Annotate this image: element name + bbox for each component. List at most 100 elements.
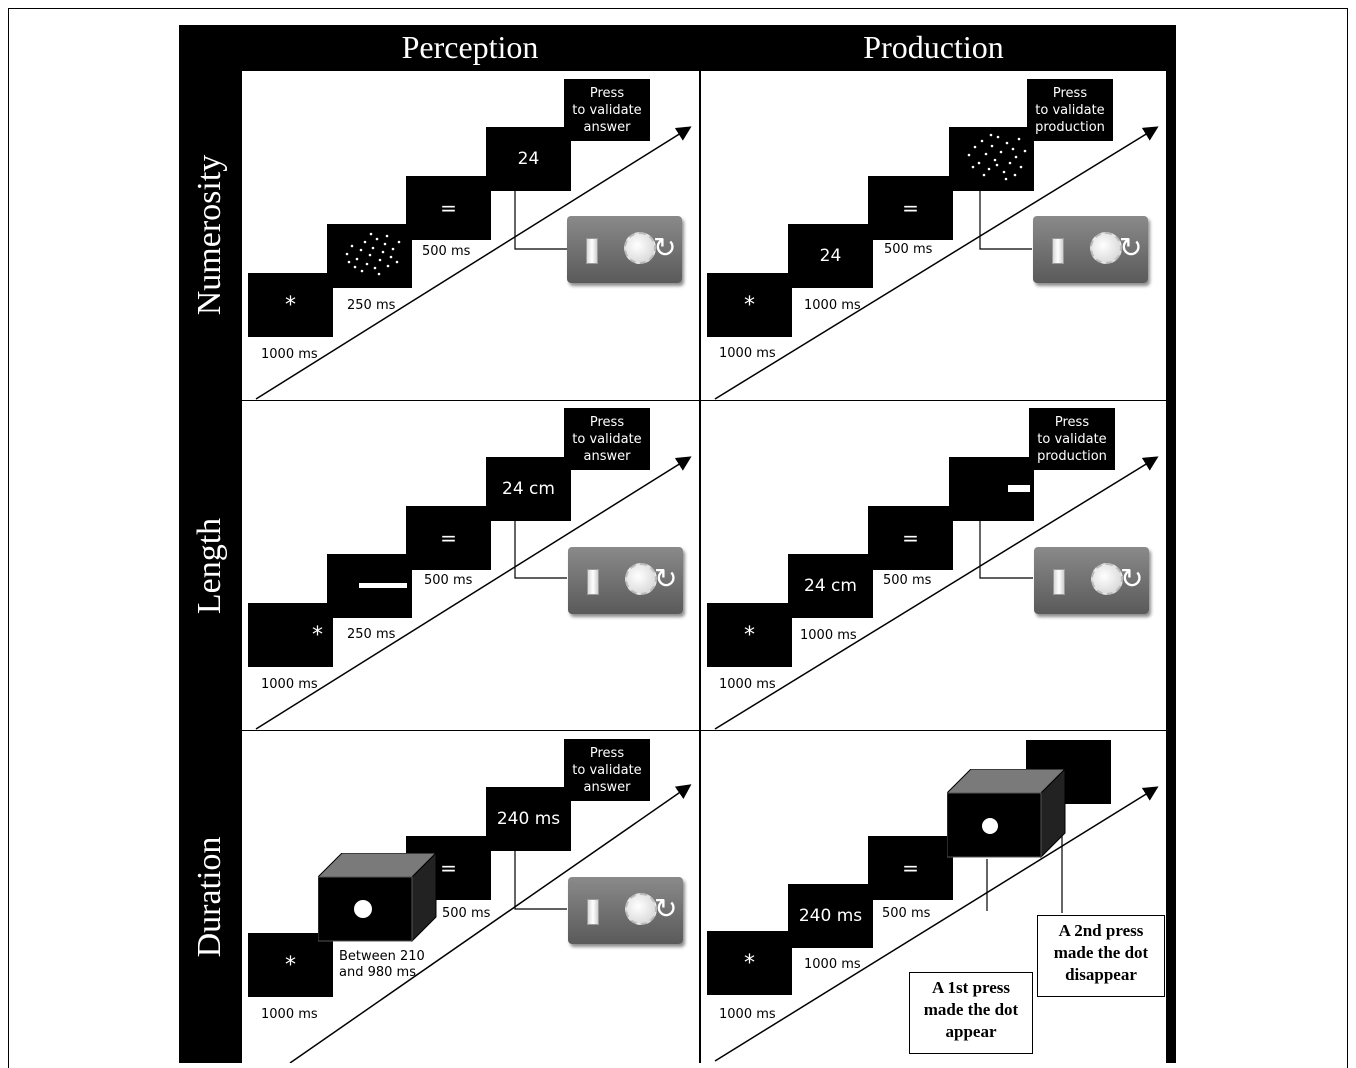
press-line-3: production (1037, 448, 1107, 464)
press-line-3: answer (583, 119, 631, 135)
timeline-arrow (255, 126, 692, 400)
press-line-3: answer (583, 448, 631, 464)
equals-screen: = (868, 176, 953, 240)
note-line-2: made the dot (923, 1000, 1019, 1019)
row-label-length-wrap: Length (179, 401, 241, 730)
timing-label: 500 ms (422, 244, 471, 259)
rotate-arrow-icon: ↻ (654, 892, 678, 925)
first-press-note: A 1st press made the dot appear (909, 972, 1033, 1054)
round-button-icon (1090, 232, 1122, 264)
fixation-screen: * (248, 603, 333, 667)
column-header-production: Production (863, 29, 1004, 65)
answer-screen: 240 ms (486, 787, 571, 851)
timing-label: 1000 ms (804, 957, 861, 972)
timing-label: 500 ms (882, 906, 931, 921)
rectangle-button-icon (1053, 569, 1065, 595)
target-screen: 24 cm (788, 554, 873, 618)
fixation-screen: * (248, 273, 333, 337)
press-line-1: Press (1054, 414, 1090, 430)
timing-label: 1000 ms (800, 628, 857, 643)
cell-length-perception: * = 24 cm Press to validate answer ↻ 100… (242, 401, 699, 730)
fixation-screen: * (707, 931, 792, 995)
column-header-perception: Perception (401, 29, 539, 65)
round-button-icon (625, 563, 657, 595)
press-line-2: to validate (572, 102, 642, 118)
press-to-validate-box: Press to validate answer (564, 408, 650, 470)
rectangle-button-icon (586, 238, 598, 264)
note-line-1: A 2nd press (1058, 921, 1144, 940)
device-icon: ↻ (1033, 216, 1148, 283)
line-stimulus (359, 583, 407, 588)
timing-label: and 980 ms (339, 965, 416, 980)
press-to-validate-box: Press to validate production (1029, 408, 1115, 470)
cell-numerosity-perception: * = 24 Press to validate answer ↻ 1000 m… (242, 71, 699, 400)
dot-stimulus (982, 818, 998, 834)
press-line-2: to validate (572, 431, 642, 447)
press-line-2: to validate (572, 762, 642, 778)
press-line-1: Press (1052, 85, 1088, 101)
rotate-arrow-icon: ↻ (653, 231, 677, 264)
row-label-duration-wrap: Duration (179, 731, 241, 1063)
note-line-3: disappear (1065, 965, 1137, 984)
press-to-validate-box: Press to validate answer (564, 739, 650, 801)
timing-label: 500 ms (883, 573, 932, 588)
press-line-3: production (1035, 119, 1105, 135)
dot-array-screen (327, 224, 412, 288)
press-line-1: Press (589, 85, 625, 101)
rectangle-button-icon (587, 569, 599, 595)
timing-label: 1000 ms (261, 347, 318, 362)
cell-duration-perception: * = 240 ms Press to validate answer ↻ 10… (242, 731, 699, 1063)
timeline-arrow (714, 456, 1159, 730)
rotate-arrow-icon: ↻ (654, 562, 678, 595)
rectangle-button-icon (1052, 238, 1064, 264)
timing-label: 500 ms (442, 906, 491, 921)
press-line-2: to validate (1035, 102, 1105, 118)
press-line-3: answer (583, 779, 631, 795)
cell-length-production: * 24 cm = Press to validate production ↻… (701, 401, 1166, 730)
device-icon: ↻ (567, 216, 682, 283)
press-line-1: Press (589, 745, 625, 761)
timing-label: 250 ms (347, 627, 396, 642)
answer-screen: 24 (486, 127, 571, 191)
timing-label: 1000 ms (719, 677, 776, 692)
device-icon: ↻ (568, 547, 683, 614)
cell-numerosity-production: * 24 = Press to validate production ↻ 10… (701, 71, 1166, 400)
dot-array-screen (949, 127, 1034, 191)
target-screen: 24 (788, 224, 873, 288)
page-frame (8, 8, 1348, 1068)
fixation-mark: * (312, 623, 323, 648)
timing-label: 500 ms (424, 573, 473, 588)
round-button-icon (1091, 563, 1123, 595)
cell-duration-production: * 240 ms = A 1st press made the dot appe… (701, 731, 1166, 1063)
device-icon: ↻ (568, 877, 683, 944)
press-to-validate-box: Press to validate answer (564, 79, 650, 141)
fixation-screen: * (248, 933, 333, 997)
fixation-screen: * (707, 603, 792, 667)
target-screen: 240 ms (788, 884, 873, 948)
row-label-numerosity-wrap: Numerosity (179, 70, 241, 400)
line-stimulus-screen (327, 554, 412, 618)
dot-array (345, 232, 401, 276)
line-production-screen (949, 457, 1034, 521)
duration-cube (318, 853, 437, 943)
produced-line (1008, 485, 1030, 492)
rotate-arrow-icon: ↻ (1119, 231, 1143, 264)
timing-label: 1000 ms (804, 298, 861, 313)
device-icon: ↻ (1034, 547, 1149, 614)
timing-label: 1000 ms (719, 346, 776, 361)
timing-label: 1000 ms (261, 677, 318, 692)
timing-label: 500 ms (884, 242, 933, 257)
press-to-validate-box: Press to validate production (1027, 79, 1113, 141)
timeline-arrow (289, 784, 692, 1063)
fixation-screen: * (707, 273, 792, 337)
round-button-icon (625, 893, 657, 925)
dot-stimulus (354, 900, 372, 918)
timeline-arrow (714, 126, 1159, 400)
round-button-icon (624, 232, 656, 264)
dot-array (967, 133, 1027, 181)
timeline-arrow (255, 456, 692, 730)
duration-cube (947, 769, 1066, 859)
press-line-1: Press (589, 414, 625, 430)
rotate-arrow-icon: ↻ (1120, 562, 1144, 595)
second-press-note: A 2nd press made the dot disappear (1037, 915, 1165, 997)
